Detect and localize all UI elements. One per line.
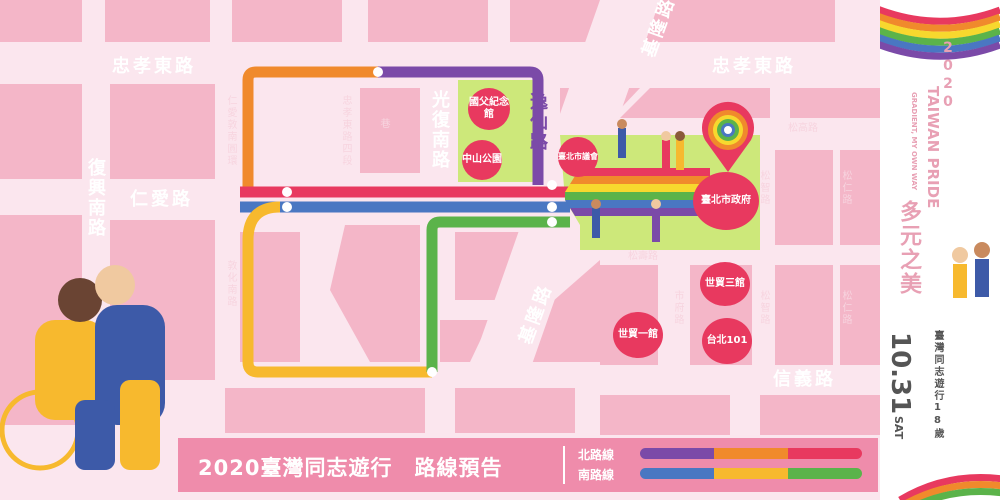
banner-divider — [563, 446, 565, 484]
road-label: 市府路 — [672, 290, 683, 326]
road-label: 復興南路 — [85, 158, 106, 238]
road-label: 仁愛路 — [130, 189, 193, 210]
legend-north-label: 北路線 — [578, 448, 615, 462]
legend-purple — [640, 448, 714, 459]
block — [360, 88, 420, 173]
road-label: 松仁路 — [840, 290, 851, 326]
brand-date: 10.31 — [885, 332, 915, 415]
couple-illustration — [0, 265, 165, 471]
road-label: 忠孝東路四段 — [340, 95, 351, 167]
landmark-zhongshan-park: 中山公園 — [462, 140, 502, 180]
stripe-green — [565, 192, 710, 200]
block — [105, 0, 210, 42]
block — [440, 320, 490, 362]
block — [225, 388, 425, 433]
brand-year: 2020 — [940, 40, 956, 112]
brand-event: 臺灣同志遊行18歲 — [932, 330, 943, 440]
orange-route — [242, 66, 378, 195]
brand-weekday: SAT — [892, 416, 905, 440]
route-banner: 2020臺灣同志遊行 路線預告 北路線 南路線 — [178, 438, 878, 492]
landmark-sun-yatsen-hall: 國父紀念館 — [468, 88, 510, 130]
block — [368, 0, 488, 42]
road-label: 松智路 — [758, 290, 769, 326]
road-label: 忠孝東路 — [112, 56, 196, 77]
legend-orange — [714, 448, 788, 459]
rainbow-ribbon — [880, 6, 1000, 500]
arrow-icon — [373, 67, 383, 77]
road-label: 信義路 — [773, 369, 836, 390]
block — [640, 0, 835, 42]
rainbow-pin-icon — [702, 101, 754, 172]
road-label: 松智路 — [758, 170, 769, 206]
landmark-city-hall: 臺北市政府 — [693, 172, 759, 230]
road-label: 忠孝東路 — [712, 56, 796, 77]
block — [775, 150, 833, 245]
arrow-icon — [547, 180, 557, 190]
block — [110, 84, 215, 179]
road-label: 松仁路 — [840, 170, 851, 206]
block — [0, 84, 82, 179]
landmark-taipei101: 台北101 — [702, 318, 752, 364]
direction-arrows — [282, 67, 557, 377]
block — [790, 88, 880, 118]
brand-name: TAIWAN PRIDE — [924, 86, 942, 209]
purple-route — [378, 66, 544, 185]
branding-panel: 2020 TAIWAN PRIDE GRADIENT, MY OWN WAY 多… — [880, 0, 1000, 500]
arrow-icon — [282, 187, 292, 197]
block — [455, 388, 575, 433]
legend-green — [788, 468, 862, 479]
arrow-icon — [427, 367, 437, 377]
stripe-yellow — [565, 184, 710, 192]
road-label: 巷 — [378, 118, 389, 130]
block — [775, 265, 833, 365]
landmark-wtc-3: 世貿三館 — [700, 262, 750, 306]
landmark-wtc-1: 世貿一館 — [613, 312, 663, 358]
legend-yellow — [714, 468, 788, 479]
block — [840, 265, 880, 365]
green-route — [426, 216, 570, 372]
legend-south-label: 南路線 — [578, 468, 615, 482]
road-label: 松壽路 — [628, 251, 658, 262]
legend-north-bar — [640, 448, 862, 459]
brand-theme: 多元之美 — [896, 200, 921, 296]
block — [232, 0, 342, 42]
yellow-route — [242, 201, 432, 378]
block — [760, 395, 880, 435]
block — [330, 225, 420, 362]
legend-blue — [640, 468, 714, 479]
arrow-icon — [282, 202, 292, 212]
legend-red — [788, 448, 862, 459]
stripe-purple — [570, 208, 710, 216]
block — [840, 150, 880, 245]
crowd-illustration — [591, 119, 685, 242]
block — [600, 395, 730, 435]
arrow-icon — [547, 202, 557, 212]
road-label: 松高路 — [788, 123, 818, 134]
stripe-red — [575, 168, 710, 176]
stripe-blue — [565, 200, 710, 208]
banner-title: 2020臺灣同志遊行 路線預告 — [198, 456, 503, 480]
road-label: 敦化南路 — [225, 260, 236, 308]
arrow-icon — [547, 217, 557, 227]
legend-south-bar — [640, 468, 862, 479]
rainbow-stripes — [565, 168, 710, 216]
road-label: 仁愛敦南圓環 — [225, 95, 236, 167]
road-label: 逸仙路 — [527, 92, 548, 152]
stripe-orange — [570, 176, 710, 184]
block — [0, 0, 82, 42]
brand-tagline: GRADIENT, MY OWN WAY — [910, 92, 918, 191]
road-label: 光復南路 — [429, 90, 450, 170]
landmark-city-council: 臺北市議會 — [558, 137, 598, 177]
